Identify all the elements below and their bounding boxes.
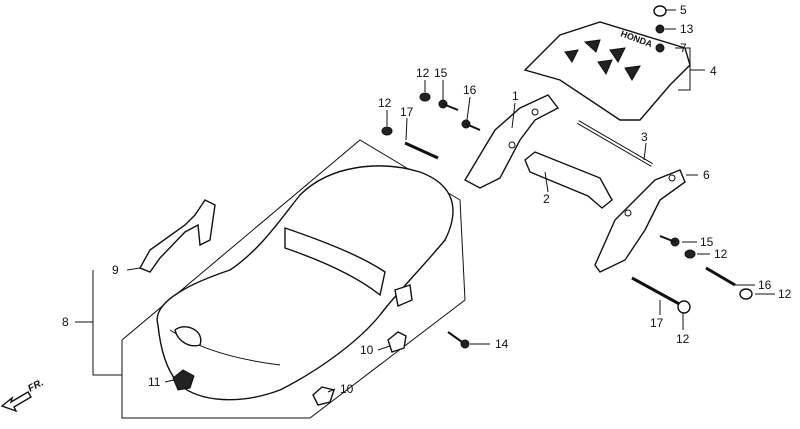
- part-4-carrier: HONDA: [523, 21, 691, 121]
- callout-1: 1: [512, 89, 519, 103]
- callout-7: 7: [680, 41, 687, 55]
- seat: [156, 165, 454, 401]
- callout-3: 3: [641, 130, 648, 144]
- callout-10-a: 10: [360, 343, 374, 357]
- callout-11: 11: [148, 375, 161, 389]
- part-9-bracket: [139, 199, 216, 273]
- callout-10-b: 10: [340, 382, 354, 396]
- part-12-nut-upper-b: [419, 92, 431, 102]
- callout-16-a: 16: [463, 83, 477, 97]
- part-7-nut: [655, 43, 665, 53]
- callout-4: 4: [710, 64, 717, 78]
- callout-15-b: 15: [700, 235, 714, 249]
- callout-14: 14: [495, 337, 509, 351]
- front-direction-label: FR.: [26, 377, 45, 394]
- leader-lines: [75, 9, 775, 393]
- callout-16-b: 16: [758, 278, 772, 292]
- part-16-bolt-lower: [705, 266, 736, 287]
- part-12-nut-lower: [677, 300, 691, 314]
- callout-12-e: 12: [676, 332, 690, 346]
- part-5-cap: [653, 5, 667, 17]
- part-10-clip-a: [387, 331, 407, 353]
- part-16-bolt-upper: [461, 119, 481, 131]
- callout-2: 2: [543, 192, 550, 206]
- front-arrow-icon: [0, 391, 32, 413]
- callout-17-b: 17: [650, 316, 664, 330]
- callout-15-a: 15: [434, 66, 448, 80]
- part-13-bolt: [655, 24, 665, 34]
- callout-8: 8: [62, 315, 69, 329]
- part-3-rod: [576, 120, 654, 167]
- seat-group-outline: [121, 139, 466, 419]
- callout-5: 5: [680, 3, 687, 17]
- part-17-bolt-lower: [631, 276, 684, 308]
- part-12-nut-mid: [684, 249, 696, 259]
- callout-12-d: 12: [778, 287, 792, 301]
- part-1-bracket: [464, 94, 560, 189]
- callout-12-b: 12: [416, 66, 430, 80]
- part-12-nut-upper-a: [381, 126, 393, 136]
- part-2-bar: [524, 151, 613, 209]
- callout-17-a: 17: [400, 105, 414, 119]
- callout-labels: 1 2 3 4 5 6 7 8 9 10 10 11 12 12 12 12 1…: [62, 3, 792, 396]
- part-11-clip: [172, 369, 195, 391]
- callout-13: 13: [680, 22, 694, 36]
- part-17-bolt-upper: [404, 141, 439, 160]
- part-14-bolt: [447, 331, 470, 349]
- callout-12-c: 12: [714, 247, 728, 261]
- part-12-nut-right: [739, 288, 753, 300]
- callout-6: 6: [703, 168, 710, 182]
- callout-12-a: 12: [378, 96, 392, 110]
- callout-9: 9: [112, 263, 119, 277]
- front-direction-indicator: FR.: [0, 377, 46, 413]
- part-15-bolt-lower: [659, 235, 680, 247]
- part-6-bracket: [594, 169, 686, 273]
- part-15-bolt-upper: [438, 99, 459, 111]
